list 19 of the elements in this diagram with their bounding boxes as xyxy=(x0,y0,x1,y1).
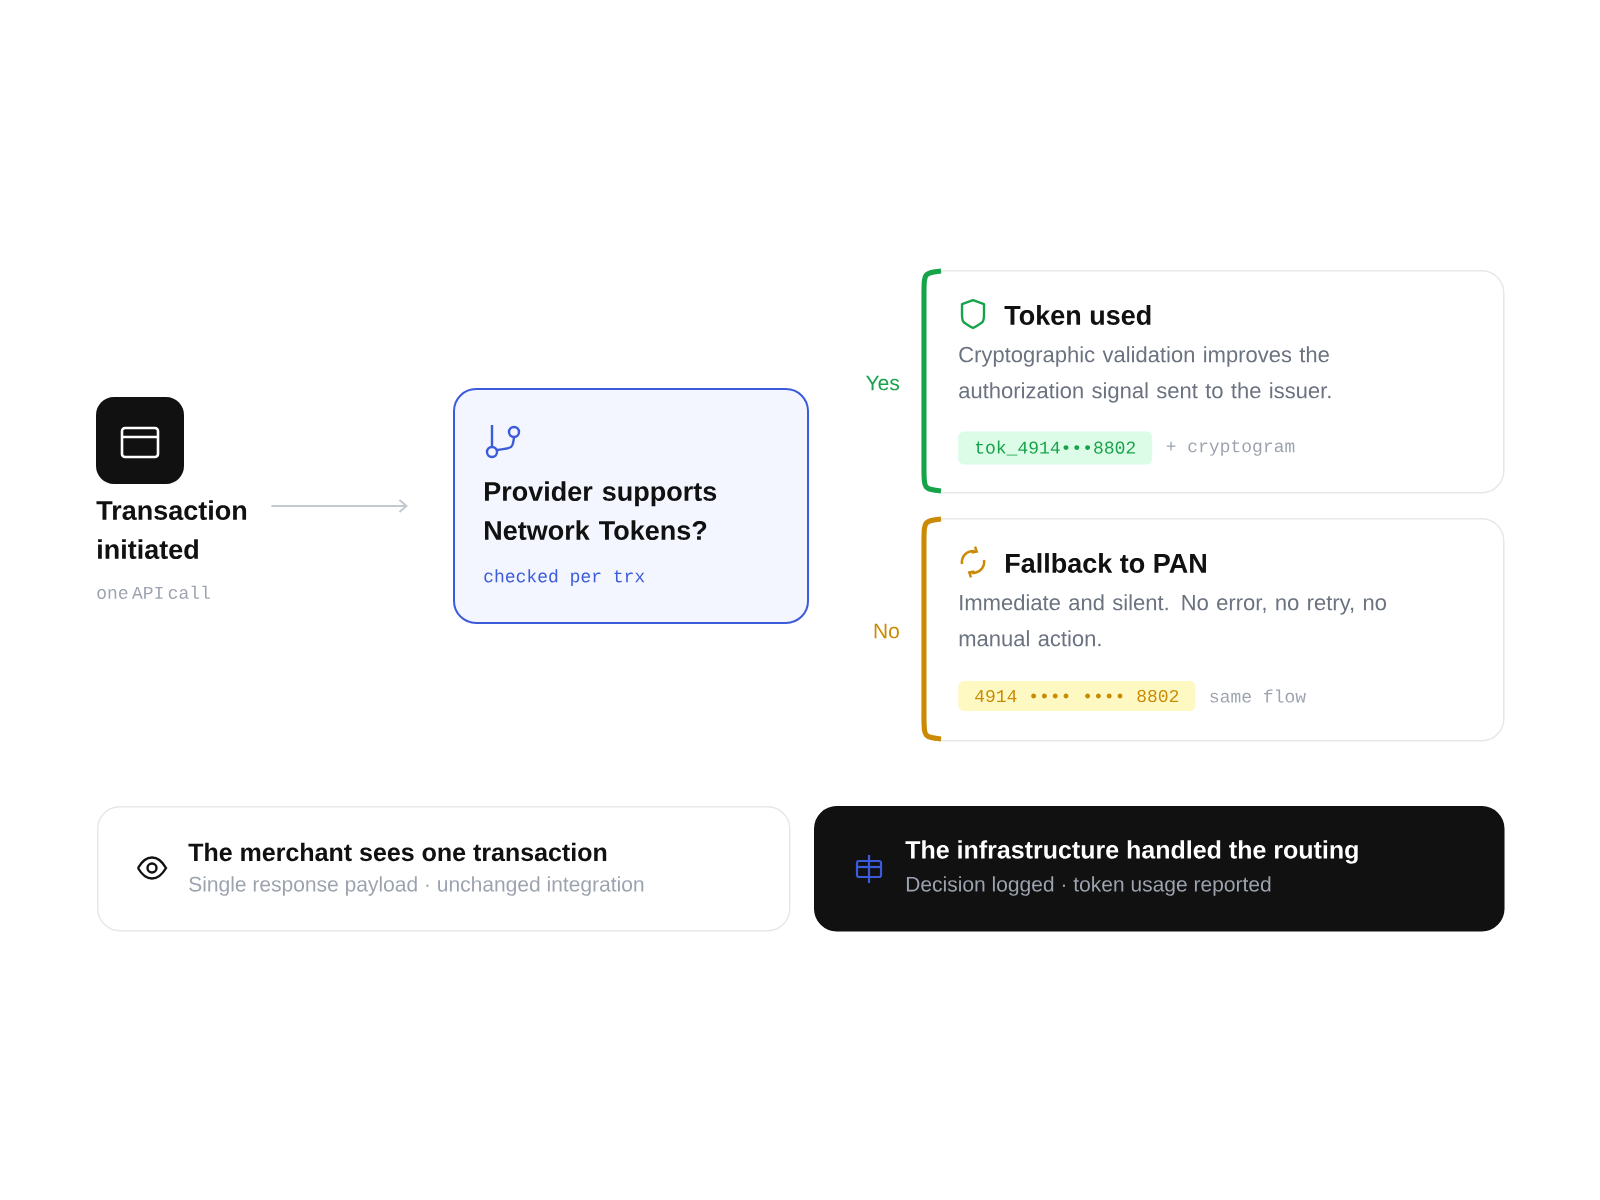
banner-title: The infrastructure handled the routing xyxy=(905,840,1358,864)
chip-note: same flow xyxy=(1210,689,1306,703)
banner-text: Single response payload · unchanged integration xyxy=(189,876,644,896)
arrow xyxy=(270,499,408,513)
banner-text: Decision logged · token usage reported xyxy=(906,876,1271,896)
code-chip: 4914 •••• •••• 8802 xyxy=(958,680,1196,712)
card-text: Immediate and silent. No error, no retry, no manual action. xyxy=(959,594,1386,647)
card-title: Fallback to PAN xyxy=(1006,553,1206,573)
node-title: Provider supports Network Tokens? xyxy=(485,481,717,541)
branch-label: Yes xyxy=(866,375,900,391)
node-text: checked per trx xyxy=(484,569,645,586)
node-text: one API call xyxy=(97,585,210,599)
banner-title: The merchant sees one transaction xyxy=(188,842,607,862)
card-text: Cryptographic validation improves the authorization signal sent to the issuer. xyxy=(959,346,1331,403)
branch-label: No xyxy=(874,623,899,639)
node-title: Transaction initiated xyxy=(96,500,247,560)
chip-note: + cryptogram xyxy=(1166,440,1295,456)
code-chip: tok_4914•••8802 xyxy=(958,431,1153,465)
card-title: Token used xyxy=(1004,305,1151,325)
